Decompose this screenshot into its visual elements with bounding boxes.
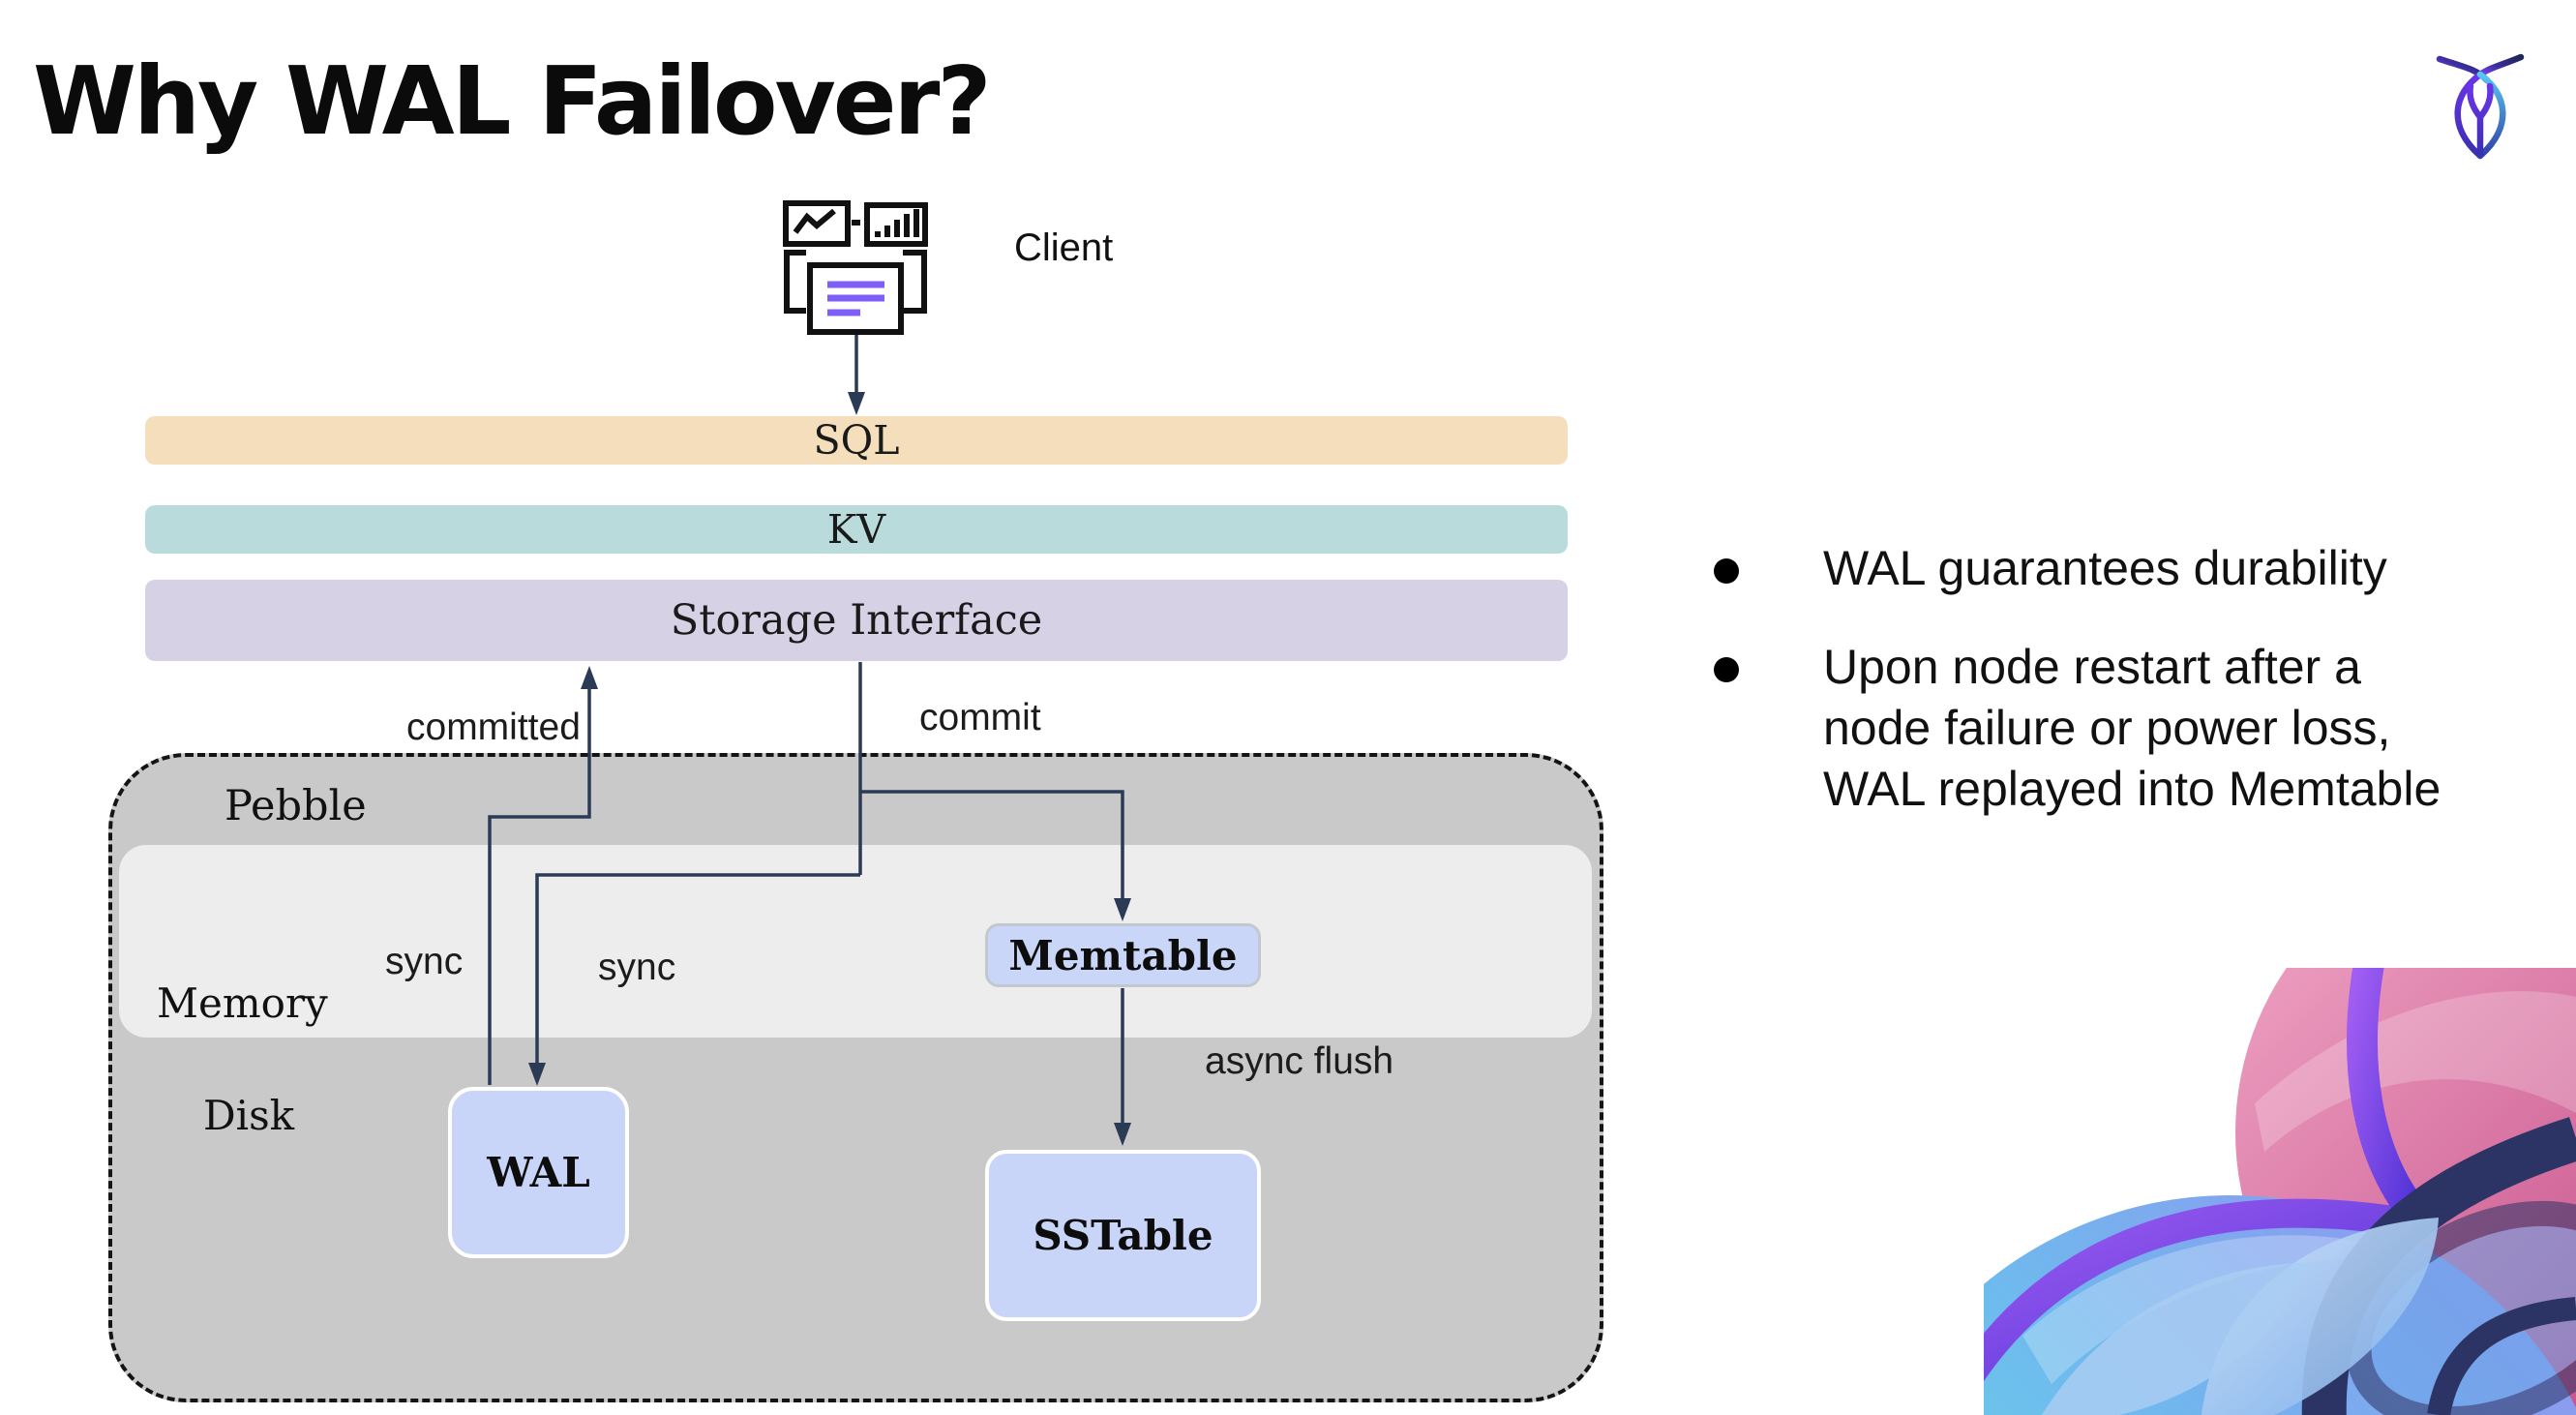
arrow-committed xyxy=(488,687,591,1085)
arrow-commit-to-memtable xyxy=(860,790,1124,900)
edge-label-sync-2: sync xyxy=(598,947,676,988)
layer-storage-interface: Storage Interface xyxy=(145,580,1568,661)
memory-zone-label: Memory xyxy=(157,979,328,1027)
node-memtable-label: Memtable xyxy=(1008,931,1238,979)
bullet-dot xyxy=(1714,657,1739,682)
layer-sql-label: SQL xyxy=(813,417,900,464)
cockroachdb-logo xyxy=(2436,53,2525,160)
node-wal: WAL xyxy=(448,1087,629,1258)
bullet-dot xyxy=(1714,558,1739,584)
pebble-label: Pebble xyxy=(225,782,367,830)
node-memtable: Memtable xyxy=(985,923,1261,987)
line-chart-icon xyxy=(783,200,851,247)
edge-label-async-flush: async flush xyxy=(1205,1040,1394,1082)
edge-label-sync-1: sync xyxy=(385,941,464,982)
corner-art xyxy=(1984,968,2576,1415)
layer-kv-label: KV xyxy=(826,506,886,553)
edge-label-commit: commit xyxy=(919,697,1041,738)
arrowhead-wal xyxy=(528,1063,546,1086)
client-device-icon xyxy=(783,200,928,335)
arrow-sync-to-wal xyxy=(535,873,860,1065)
arrowhead-sstable xyxy=(1114,1123,1131,1146)
arrowhead-memtable xyxy=(1114,898,1131,921)
bullet-line: Upon node restart after a xyxy=(1823,640,2361,694)
bullet-item: Upon node restart after a node failure o… xyxy=(1823,637,2559,820)
node-sstable-label: SSTable xyxy=(1033,1212,1213,1259)
node-wal-label: WAL xyxy=(487,1149,590,1196)
client-label: Client xyxy=(1014,226,1114,269)
bullet-line: WAL replayed into Memtable xyxy=(1823,762,2441,816)
page-title: Why WAL Failover? xyxy=(33,46,992,156)
memory-zone xyxy=(119,845,1592,1038)
layer-storage-interface-label: Storage Interface xyxy=(670,596,1043,645)
bullet-item: WAL guarantees durability xyxy=(1823,541,2387,595)
layer-kv: KV xyxy=(145,505,1568,554)
bullet-line: node failure or power loss, xyxy=(1823,701,2391,755)
arrowhead-sql xyxy=(848,392,865,415)
disk-zone-label: Disk xyxy=(203,1092,295,1139)
dash-connector xyxy=(852,220,860,226)
edge-label-committed: committed xyxy=(406,707,581,748)
arrowhead-committed xyxy=(581,666,598,689)
node-sstable: SSTable xyxy=(985,1150,1261,1321)
document-icon xyxy=(784,250,927,335)
layer-sql: SQL xyxy=(145,416,1568,465)
bar-chart-icon xyxy=(864,202,928,247)
